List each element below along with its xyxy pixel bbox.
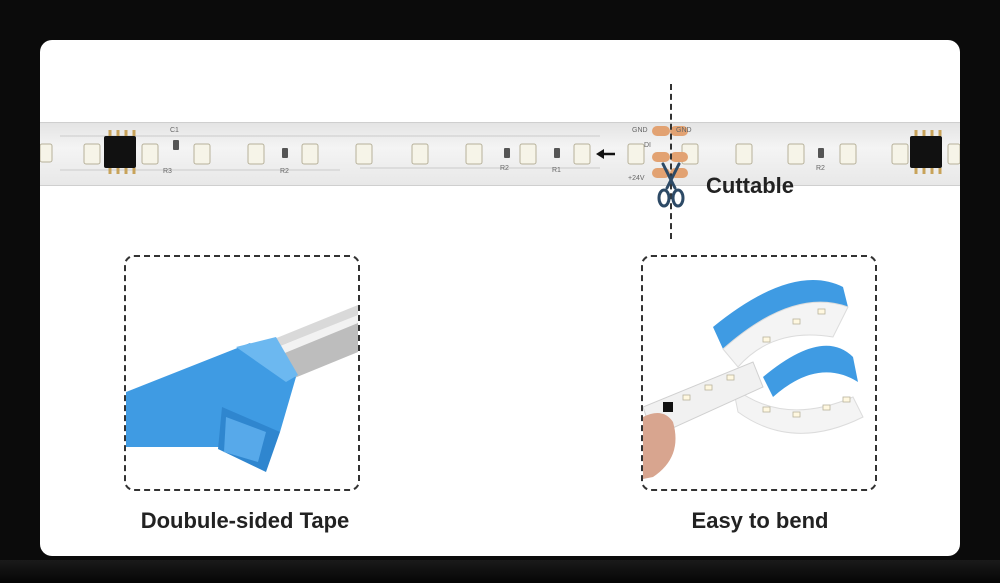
silk-r2c: R2 xyxy=(816,165,825,172)
led-strip-section: C1 R3 R2 R2 R1 GND GND DI +24V R2 xyxy=(40,40,960,239)
bend-caption: Easy to bend xyxy=(691,508,829,533)
silk-r2b: R2 xyxy=(500,165,509,172)
arrow-left-icon xyxy=(596,149,615,159)
silk-r2a: R2 xyxy=(280,168,289,175)
bend-photo xyxy=(643,280,864,479)
leds xyxy=(40,143,960,165)
bend-photo-frame xyxy=(641,255,877,491)
tape-caption: Doubule-sided Tape xyxy=(140,508,350,533)
silk-24v: +24V xyxy=(628,175,645,182)
background-bottom xyxy=(0,560,1000,583)
led-strip-details: C1 R3 R2 R2 R1 GND GND DI +24V R2 xyxy=(40,126,960,182)
silk-di: DI xyxy=(644,142,651,149)
led-strip xyxy=(40,122,960,186)
tape-photo-frame xyxy=(124,255,360,491)
product-card: C1 R3 R2 R2 R1 GND GND DI +24V R2 xyxy=(40,40,960,556)
silk-r1: R1 xyxy=(552,167,561,174)
silk-c1: C1 xyxy=(170,127,179,134)
cut-line xyxy=(670,84,672,239)
silk-gnd-left: GND xyxy=(632,127,648,134)
ic-chip-left xyxy=(104,130,136,174)
cuttable-label: Cuttable xyxy=(706,173,794,198)
silk-gnd-right: GND xyxy=(676,127,692,134)
tape-photo xyxy=(126,305,358,472)
ic-chip-right xyxy=(910,130,942,174)
scissors-icon xyxy=(657,162,685,208)
silk-r3: R3 xyxy=(163,168,172,175)
